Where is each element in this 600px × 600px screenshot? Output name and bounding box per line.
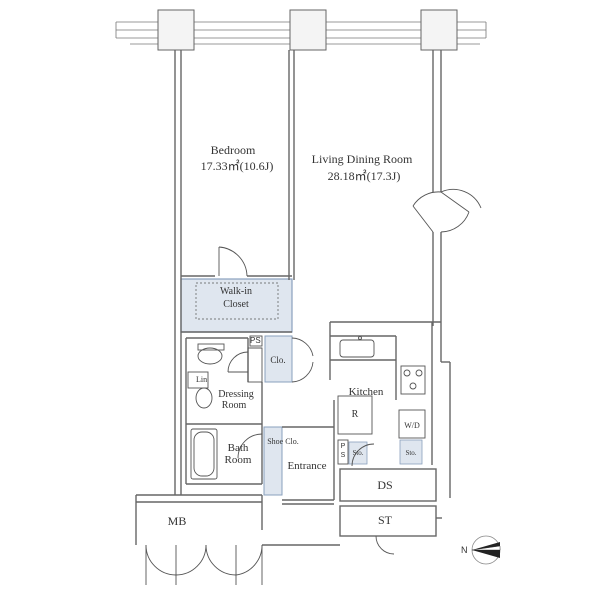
- living-name: Living Dining Room: [311, 152, 413, 166]
- living-area: 28.18㎡(17.3J): [327, 169, 401, 183]
- shoe-closet-label: Shoe Clo.: [267, 437, 299, 446]
- bedroom-name: Bedroom: [210, 143, 256, 157]
- shoe-closet-fill: [263, 426, 283, 496]
- wash-basin: [195, 387, 213, 409]
- storage-label-2: Sto.: [405, 449, 417, 457]
- dressing-line1: Dressing: [218, 389, 254, 400]
- doors: [145, 188, 482, 585]
- walkin-closet-area: [180, 278, 293, 333]
- entrance-label: Entrance: [287, 460, 327, 472]
- column: [289, 9, 327, 51]
- walkin-closet-shelf: [195, 282, 279, 320]
- st-label: ST: [377, 513, 393, 527]
- closet-fill: [264, 335, 293, 383]
- kitchen-sink: [339, 339, 375, 358]
- linen-label: Lin: [196, 375, 208, 384]
- stove: [400, 365, 426, 395]
- fridge-label: R: [351, 409, 359, 420]
- mb-label: MB: [167, 514, 187, 528]
- walkin-line1: Walk-in: [220, 286, 252, 297]
- column: [157, 9, 195, 51]
- closet-label: Clo.: [270, 355, 286, 365]
- washer: [398, 409, 426, 439]
- toilet: [197, 347, 223, 365]
- compass-north-label: N: [461, 545, 468, 555]
- ps-kitchen: P S: [340, 443, 346, 460]
- bath-line2: Room: [224, 454, 252, 466]
- washer-label: W/D: [404, 421, 420, 430]
- walkin-line2: Closet: [223, 299, 249, 310]
- storage-label-1: Sto.: [352, 449, 364, 457]
- fixtures: [187, 335, 426, 480]
- ps-top: PS: [250, 336, 261, 345]
- column: [420, 9, 458, 51]
- bedroom-area: 17.33㎡(10.6J): [200, 159, 274, 173]
- structural-columns: [157, 9, 458, 51]
- kitchen-label: Kitchen: [348, 386, 384, 398]
- compass-icon: [471, 535, 501, 565]
- bath-line1: Bath: [227, 442, 249, 454]
- ds-label: DS: [377, 478, 393, 492]
- storage-fill-2: [399, 439, 423, 465]
- fridge: [337, 395, 373, 435]
- bathtub: [190, 428, 218, 480]
- dressing-line2: Room: [221, 400, 247, 411]
